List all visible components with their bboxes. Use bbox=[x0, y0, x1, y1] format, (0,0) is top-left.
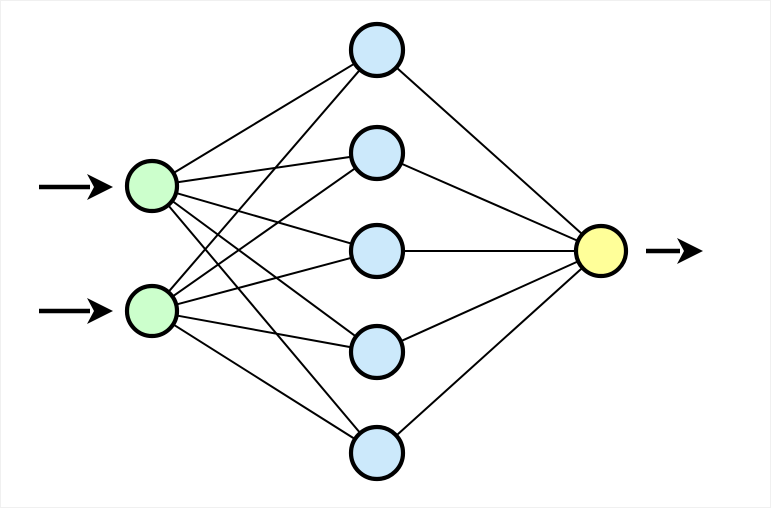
connections-group bbox=[166, 61, 585, 441]
output-arrow-1-head bbox=[677, 238, 703, 264]
connection-edge-h4-o1 bbox=[398, 259, 581, 343]
connection-edge-i2-h1 bbox=[166, 67, 362, 294]
input-arrow-1-head bbox=[87, 174, 113, 200]
output-arrow-1 bbox=[646, 238, 703, 264]
io-arrows-group bbox=[39, 174, 703, 324]
connection-edge-i1-h3 bbox=[174, 191, 354, 246]
connection-edge-i2-h4 bbox=[174, 314, 354, 349]
hidden-node-2[interactable] bbox=[348, 124, 406, 182]
input-arrow-2 bbox=[39, 298, 113, 324]
connection-edge-i1-h4 bbox=[170, 199, 358, 339]
input-arrow-2-head bbox=[87, 298, 113, 324]
connection-edge-h2-o1 bbox=[398, 162, 581, 243]
input-node-2[interactable] bbox=[124, 283, 180, 339]
connection-edge-i1-h5 bbox=[166, 203, 362, 435]
connection-edge-i1-h1 bbox=[171, 61, 357, 175]
connection-edge-i2-h3 bbox=[174, 256, 354, 306]
hidden-node-5[interactable] bbox=[348, 424, 406, 482]
nodes-group bbox=[124, 21, 629, 482]
input-arrow-1 bbox=[39, 174, 113, 200]
input-node-1[interactable] bbox=[124, 158, 180, 214]
connection-edge-h1-o1 bbox=[394, 65, 585, 236]
connection-edge-h5-o1 bbox=[394, 266, 585, 438]
hidden-node-1[interactable] bbox=[348, 21, 406, 79]
hidden-node-4[interactable] bbox=[348, 323, 406, 381]
connection-edge-i1-h2 bbox=[174, 155, 354, 184]
connection-edge-i2-h5 bbox=[171, 322, 357, 441]
output-node-1[interactable] bbox=[573, 223, 629, 279]
connection-edge-i2-h2 bbox=[170, 166, 358, 299]
hidden-node-3[interactable] bbox=[348, 222, 406, 280]
